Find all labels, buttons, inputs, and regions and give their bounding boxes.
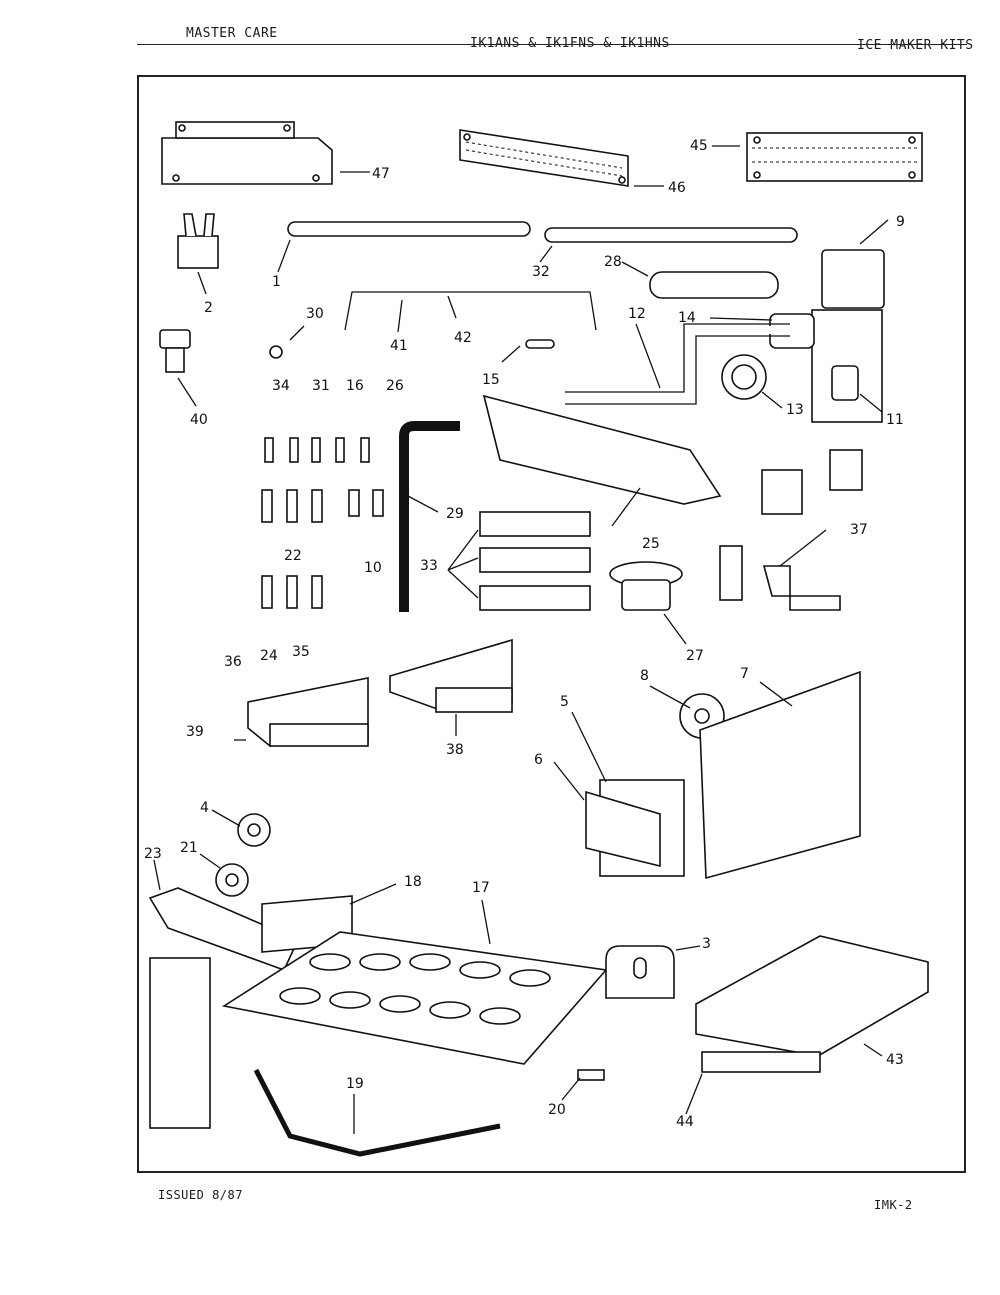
- part-label: 42: [454, 330, 472, 346]
- part-label: 43: [886, 1052, 904, 1068]
- part-label: 15: [482, 372, 500, 388]
- part-label: 41: [390, 338, 408, 354]
- part-label: 16: [346, 378, 364, 394]
- part-28-sleeve: [649, 271, 779, 299]
- part-label: 5: [560, 694, 569, 710]
- part-1-32-tube: [287, 221, 798, 243]
- part-label: 7: [740, 666, 749, 682]
- part-9-water-valve: [769, 249, 885, 423]
- part-label: 45: [690, 138, 708, 154]
- part-43-ice-bin: [695, 935, 929, 1057]
- part-label: 22: [284, 548, 302, 564]
- part-labels: 47 46 45 9 1 32 28 2 30 41 42 12 14 40 1…: [144, 138, 905, 1130]
- part-46-strip: [459, 129, 629, 187]
- part-label: 47: [372, 166, 390, 182]
- part-39-shutter: [247, 677, 369, 747]
- part-29-rod: [399, 421, 460, 612]
- part-label: 17: [472, 880, 490, 896]
- header-center: IK1ANS & IK1FNS & IK1HNS: [470, 36, 670, 51]
- part-label: 9: [896, 214, 905, 230]
- part-23-fill-cup: [148, 887, 300, 972]
- screws-22-10: [261, 489, 384, 523]
- part-label: 44: [676, 1114, 694, 1130]
- part-label: 21: [180, 840, 198, 856]
- diagram-frame: [137, 75, 966, 1173]
- part-label: 31: [312, 378, 330, 394]
- part-label: 27: [686, 648, 704, 664]
- part-20-screw: [577, 1069, 605, 1081]
- part-label: 38: [446, 742, 464, 758]
- part-label: 37: [850, 522, 868, 538]
- part-label: 14: [678, 310, 696, 326]
- part-3-slot: [633, 957, 647, 979]
- part-label: 13: [786, 402, 804, 418]
- part-21-ring: [215, 863, 249, 897]
- part-label: 2: [204, 300, 213, 316]
- part-12-tube: [565, 326, 790, 402]
- screws-34-31-16-26: [264, 437, 370, 463]
- part-25-harness: [482, 394, 863, 601]
- part-13-ring: [721, 354, 767, 400]
- part-label: 25: [642, 536, 660, 552]
- part-label: 12: [628, 306, 646, 322]
- part-label: 6: [534, 752, 543, 768]
- part-label: 24: [260, 648, 278, 664]
- part-30-clip: [269, 345, 283, 359]
- part-label: 11: [886, 412, 904, 428]
- part-47-bracket: [161, 121, 333, 185]
- part-4-bushing: [237, 813, 271, 847]
- footer-issued: ISSUED 8/87: [158, 1188, 243, 1202]
- ice-cavities: [279, 953, 551, 1025]
- header-right: ICE MAKER KITS: [857, 38, 974, 53]
- part-44-strip: [701, 1051, 821, 1073]
- header-rule: [137, 44, 967, 45]
- part-40-plug: [159, 329, 191, 373]
- part-label: 18: [404, 874, 422, 890]
- part-label: 40: [190, 412, 208, 428]
- part-45-strip: [746, 132, 923, 182]
- part-label: 30: [306, 306, 324, 322]
- part-label: 1: [272, 274, 281, 290]
- part-label: 3: [702, 936, 711, 952]
- part-19-shutoff-arm: [253, 1068, 501, 1157]
- part-label: 19: [346, 1076, 364, 1092]
- leader-lines: [153, 145, 889, 1134]
- part-label: 33: [420, 558, 438, 574]
- part-label: 32: [532, 264, 550, 280]
- part-37-clip: [762, 565, 841, 611]
- part-label: 29: [446, 506, 464, 522]
- part-6-plate: [585, 790, 661, 868]
- part-label: 46: [668, 180, 686, 196]
- part-label: 10: [364, 560, 382, 576]
- part-label: 36: [224, 654, 242, 670]
- mold-support: [149, 957, 211, 1129]
- part-label: 20: [548, 1102, 566, 1118]
- part-label: 39: [186, 724, 204, 740]
- part-33-shims: [479, 511, 591, 611]
- footer-page-code: IMK-2: [874, 1198, 913, 1212]
- part-label: 28: [604, 254, 622, 270]
- part-label: 8: [640, 668, 649, 684]
- part-label: 26: [386, 378, 404, 394]
- part-label: 23: [144, 846, 162, 862]
- part-label: 4: [200, 800, 209, 816]
- part-7-cover: [699, 670, 861, 880]
- part-label: 35: [292, 644, 310, 660]
- screws-36-24-35: [261, 575, 323, 609]
- part-15-pin: [525, 339, 555, 349]
- part-2-connector: [177, 213, 219, 269]
- header-left: MASTER CARE: [186, 26, 278, 41]
- part-label: 34: [272, 378, 290, 394]
- part-27-cap: [609, 561, 683, 611]
- part-38-shutter: [389, 638, 513, 713]
- part-41-42-wire: [344, 291, 597, 331]
